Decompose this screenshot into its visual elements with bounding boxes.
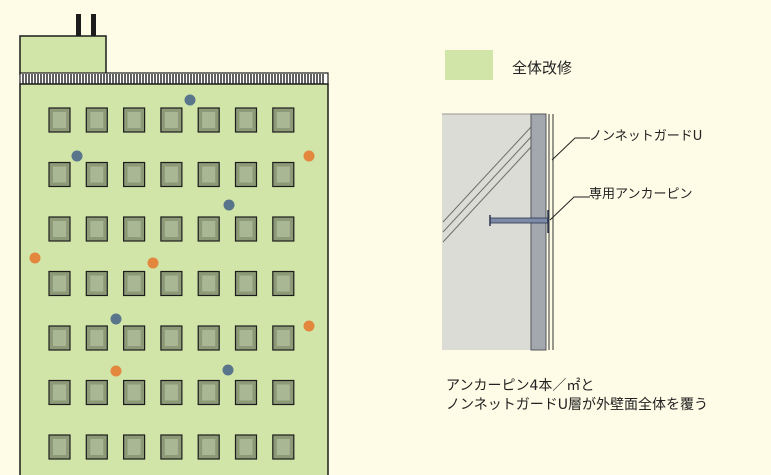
crack-lines (442, 126, 532, 243)
building-window (272, 379, 295, 406)
leader-line-pin (549, 196, 590, 221)
anchor-dot-blue (71, 150, 83, 162)
building-window (272, 107, 295, 133)
roof-railing (19, 72, 329, 86)
building-window (122, 325, 146, 351)
building-window (85, 325, 108, 351)
building-window (48, 434, 71, 460)
building-window (122, 216, 146, 242)
caption-line-2: ノンネットガードU層が外壁面全体を覆う (446, 397, 708, 413)
building-window (122, 379, 146, 406)
building-window (197, 379, 220, 406)
building-window (85, 434, 108, 460)
building-illustration (19, 14, 329, 475)
building-window (48, 325, 71, 351)
anchor-pin (489, 210, 549, 233)
building-window (197, 107, 220, 133)
anchor-dot-blue (223, 199, 235, 211)
building-window (48, 161, 71, 188)
building-window (272, 270, 295, 297)
building-window (234, 270, 258, 297)
building-window (197, 216, 220, 242)
chimney-right (91, 14, 96, 36)
building-window (197, 325, 220, 351)
anchor-dot-orange (29, 252, 41, 264)
building-window (197, 270, 220, 297)
building-window (122, 161, 146, 188)
guard-u-layer (530, 113, 547, 351)
building-window (122, 434, 146, 460)
building-window (272, 434, 295, 460)
building-window (272, 161, 295, 188)
building-window (48, 107, 71, 133)
building-window (234, 434, 258, 460)
chimney-left (76, 14, 81, 36)
anchor-dot-orange (147, 257, 159, 269)
anchor-dot-blue (110, 313, 122, 325)
rooftop-penthouse (19, 35, 107, 75)
anchor-dot-blue (222, 364, 234, 376)
building-window (234, 379, 258, 406)
building-window (85, 161, 108, 188)
anchor-dot-orange (303, 150, 315, 162)
building-window (48, 270, 71, 297)
building-window (85, 379, 108, 406)
building-window (197, 161, 220, 188)
building-window (160, 325, 183, 351)
building-window (122, 270, 146, 297)
anchor-dot-blue (184, 94, 196, 106)
leader-line-guard (551, 137, 590, 161)
building-window (234, 107, 258, 133)
building-window (85, 216, 108, 242)
building-window (160, 434, 183, 460)
building-window (160, 216, 183, 242)
window-grid (48, 107, 295, 460)
building-window (160, 270, 183, 297)
callout-guard-layer: ノンネットガードU (589, 129, 703, 144)
anchor-dot-markers (29, 94, 315, 377)
building-window (197, 434, 220, 460)
legend-swatch (445, 50, 493, 80)
building-window (272, 216, 295, 242)
wall-section-detail (442, 113, 590, 351)
building-window (122, 107, 146, 133)
building-window (160, 379, 183, 406)
legend-label: 全体改修 (512, 59, 573, 77)
building-window (85, 270, 108, 297)
building-window (48, 216, 71, 242)
building-window (272, 325, 295, 351)
concrete-wall (442, 114, 531, 350)
building-window (234, 161, 258, 188)
building-window (234, 216, 258, 242)
building-window (160, 107, 183, 133)
anchor-dot-orange (303, 320, 315, 332)
building-window (160, 161, 183, 188)
callout-anchor-pin: 専用アンカーピン (589, 187, 693, 202)
anchor-dot-orange (110, 365, 122, 377)
building-window (48, 379, 71, 406)
building-window (234, 325, 258, 351)
building-window (85, 107, 108, 133)
caption-line-1: アンカーピン4本／㎡と (446, 378, 595, 394)
